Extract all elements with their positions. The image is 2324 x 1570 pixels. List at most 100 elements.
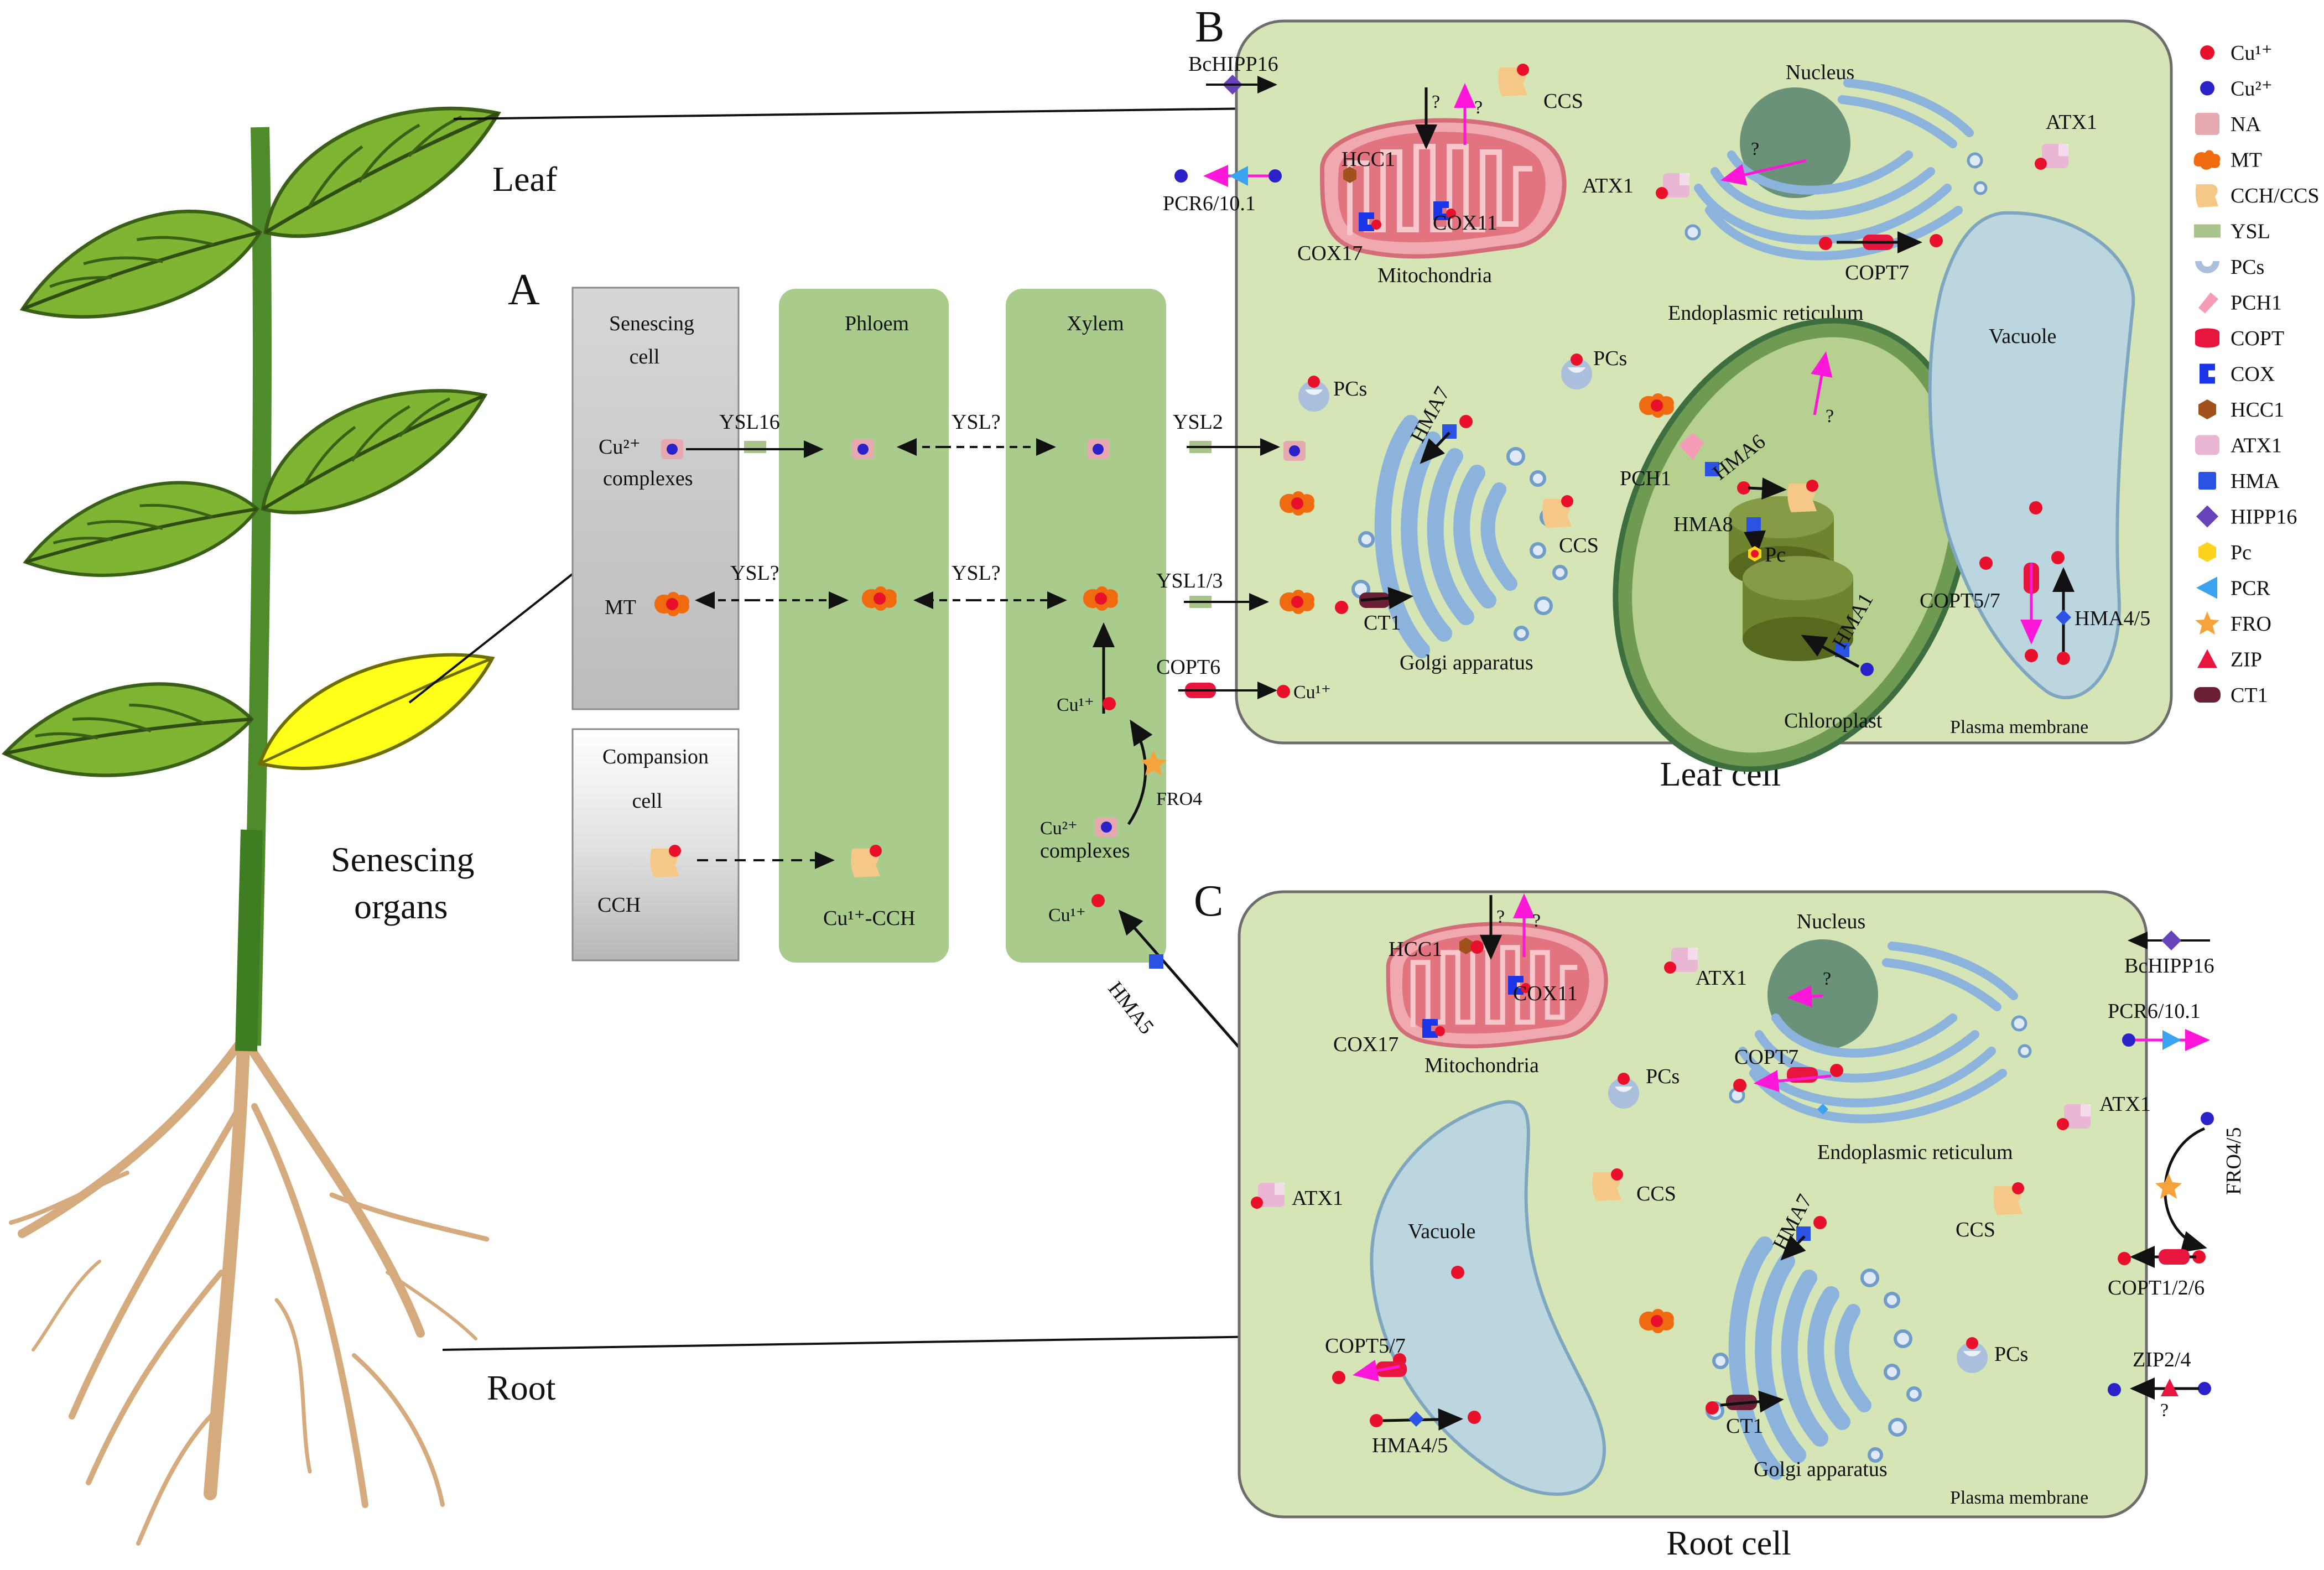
legend-label: PCR [2231,577,2270,600]
legend-item: PCR [2196,576,2270,600]
cu2-complexes-label-2: complexes [603,467,693,490]
pcr-er-icon [1817,1104,1828,1115]
xylem-cu2-label-2: complexes [1040,839,1130,862]
legend-item: NA [2195,113,2261,136]
cu2-ion-icon [2201,1112,2214,1125]
panel-a: Senescing cell Compansion cell Phloem Xy… [571,287,1304,1112]
vacuole-label: Vacuole [1989,325,2056,348]
pcs-label-a: PCs [1333,377,1367,401]
root-atx1-label-a: ATX1 [1696,966,1747,990]
root-mitochondria-label: Mitochondria [1424,1054,1539,1077]
legend-item: CT1 [2194,684,2268,707]
leaf-vacuole-shape [1928,211,2135,699]
na-cu2-complex-icon [1283,441,1306,461]
pch1-icon [2198,292,2218,314]
cu2-ion-icon [1860,663,1874,676]
cu1-ion-icon [2057,652,2070,665]
cu1-ion-icon [1706,1401,1719,1415]
pcs-label-b: PCs [1593,347,1627,370]
root-copt57-label: COPT5/7 [1325,1334,1406,1358]
legend-item: MT [2193,149,2262,172]
cu2-ion-icon [1268,169,1282,183]
hma45-icon [1408,1411,1424,1427]
root-cell-title: Root cell [1666,1525,1791,1562]
label-senescing-organs-1: Senescing [331,840,475,879]
root-ccs-label-a: CCS [1636,1182,1676,1205]
cu1-ion-icon [1370,1414,1383,1427]
cu1-ion-icon [1277,685,1290,698]
root-mito-q2: ? [1532,911,1541,931]
ccs-label-1: CCS [1543,90,1583,113]
legend-label: FRO [2231,612,2271,636]
ysl-rect-icon [2194,224,2221,238]
hma5-transporter-icon [1149,954,1163,969]
cu2-ion-icon [2122,1033,2135,1047]
legend: Cu¹⁺Cu²⁺NAMTCCH/CCSYSLPCsPCH1COPTCOXHCC1… [2193,41,2320,707]
red-dot-icon [2200,45,2214,60]
leaf-cu1-label: Cu¹⁺ [1293,682,1331,703]
legend-label: COPT [2231,327,2284,350]
cu1-ion-icon [1335,601,1348,614]
plant-stem-lower [235,829,263,1052]
pch1-label: PCH1 [1620,467,1671,490]
legend-item: YSL [2194,220,2270,243]
ct1-label: CT1 [1364,611,1401,635]
pc-label: Pc [1765,543,1786,566]
legend-label: Cu¹⁺ [2231,41,2273,65]
cu1-ion-icon [1813,1216,1827,1229]
pcr-transporter-icon [2162,1030,2181,1050]
legend-label: COX [2231,363,2275,386]
legend-item: HMA [2198,470,2280,493]
bchipp16-label: BcHIPP16 [1188,53,1278,76]
cu2-ion-icon [2198,1382,2211,1395]
root-cell: Root cell ? ? HCC1 COX11 COX17 Mitochond… [1238,890,2245,1562]
pcs-cup-icon [2195,261,2219,273]
legend-item: PCH1 [2198,292,2282,315]
cu1-ion-icon [1459,415,1473,428]
ccs-chaperone-icon [1498,64,1529,96]
root-atx1-label-c: ATX1 [1292,1187,1343,1210]
cu1-ion-icon [2051,551,2065,564]
plant-illustration [0,89,517,1546]
root-vacuole-shape [1370,1100,1606,1496]
ct1-pill-icon [2194,687,2221,703]
chloroplast-label: Chloroplast [1784,709,1883,732]
cch-chaperone-icon [650,845,681,877]
hipp16-diamond-icon [2196,505,2218,528]
mt-label: MT [605,596,636,619]
cu1-ion-icon [1468,1411,1481,1424]
copt57-label: COPT5/7 [1920,589,2000,612]
root-ct1-label: CT1 [1726,1415,1764,1438]
legend-label: Cu²⁺ [2231,77,2273,101]
root-pcs-label-b: PCs [1994,1343,2028,1366]
root-nucleus-label: Nucleus [1797,910,1866,933]
label-senescing-organs-2: organs [354,887,448,926]
ysl-unknown-label-3: YSL? [952,562,1001,585]
legend-label: PCs [2231,256,2264,279]
cu1-ion-icon [2029,501,2042,514]
ysl13-label: YSL1/3 [1156,569,1223,592]
root-mito-q1: ? [1496,907,1505,927]
legend-item: COX [2200,363,2275,386]
na-cu2-complex-icon [1087,439,1109,459]
ysl16-transporter-icon [744,441,766,453]
cu1-ion-icon [1979,557,1993,570]
copt-icon [2195,328,2219,348]
fro4-label: FRO4 [1156,789,1202,809]
copt126-label: COPT1/2/6 [2108,1276,2205,1299]
na-cu2-complex-icon [852,439,874,459]
legend-item: FRO [2195,611,2271,636]
cu1-ion-icon [1091,894,1105,907]
na-cu2-complex-icon [661,439,683,459]
atx1-icon [2195,435,2219,455]
root-atx1-label-b: ATX1 [2099,1093,2151,1116]
leaf-nucleus-q: ? [1751,139,1759,159]
na-cu2-complex-icon [1095,817,1117,837]
ccs-label-2: CCS [1559,534,1599,557]
root-plasma-membrane-label: Plasma membrane [1950,1488,2088,1508]
root-hcc1-label: HCC1 [1389,938,1442,961]
mt-blob-icon [2193,150,2221,170]
panel-label-a: A [508,266,540,314]
leaf-mito-q2: ? [1474,97,1483,118]
root-bchipp16-label: BcHIPP16 [2124,954,2214,978]
